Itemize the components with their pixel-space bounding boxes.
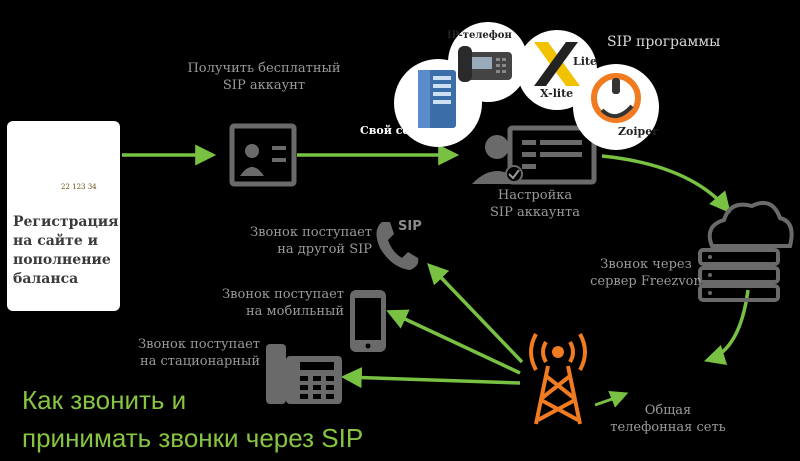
network-line-2: телефонная сеть xyxy=(610,420,726,435)
xlite-label: X-lite xyxy=(540,87,574,100)
setup-line-1: Настройка xyxy=(497,188,573,203)
ip-phone-label: IP-телефон xyxy=(447,30,512,41)
to-sip-label: Звонок поступает на другой SIP xyxy=(216,224,372,258)
via-server-label: Звонок через сервер Freezvon xyxy=(578,256,714,290)
to-sip-line-2: на другой SIP xyxy=(277,242,372,257)
landline-phone-icon xyxy=(266,344,342,404)
own-server-label: Свой сервер xyxy=(360,124,440,137)
zoiper-label: Zoiper xyxy=(618,125,659,138)
registration-label: Регистрация на сайте и пополнение баланс… xyxy=(13,213,119,289)
get-account-line-1: Получить бесплатный xyxy=(187,61,341,76)
cloud-server-icon xyxy=(698,201,794,302)
sip-handset-icon xyxy=(376,222,419,270)
network-label: Общая телефонная сеть xyxy=(598,402,738,436)
registration-line-2: на сайте и xyxy=(13,233,99,249)
contact-card-icon xyxy=(229,123,297,187)
to-landline-label: Звонок поступает на стационарный xyxy=(100,336,260,370)
setup-label: Настройка SIP аккаунта xyxy=(465,187,605,221)
sip-badge: SIP xyxy=(398,219,422,234)
to-mobile-line-2: на мобильный xyxy=(246,304,344,319)
arrow-tower-to-landline xyxy=(340,367,521,389)
to-mobile-line-1: Звонок поступает xyxy=(222,287,344,302)
network-line-1: Общая xyxy=(644,403,692,418)
get-account-line-2: SIP аккаунт xyxy=(222,78,306,93)
zoiper-logo-icon xyxy=(591,73,641,123)
headline-line-1: Как звонить и xyxy=(22,385,187,415)
arrow-tower-to-sip xyxy=(427,262,524,364)
setup-monitor-icon xyxy=(472,125,597,185)
headline: Как звонить и принимать звонки через SIP xyxy=(22,381,363,457)
registration-card: Регистрация на сайте и пополнение баланс… xyxy=(7,121,120,311)
arrow-tower-to-mobile xyxy=(386,309,521,375)
radio-tower-icon xyxy=(529,333,587,425)
setup-line-2: SIP аккаунта xyxy=(490,205,580,220)
to-landline-line-1: Звонок поступает xyxy=(138,337,260,352)
headline-line-2: принимать звонки через SIP xyxy=(22,423,364,453)
arrow-setup-to-server xyxy=(601,154,731,214)
registration-line-1: Регистрация xyxy=(13,214,119,230)
arrow-network-to-tower xyxy=(594,390,629,408)
to-landline-line-2: на стационарный xyxy=(139,354,260,369)
registration-line-3: пополнение xyxy=(13,252,111,268)
via-server-line-1: Звонок через xyxy=(600,257,692,272)
registration-line-4: баланса xyxy=(13,271,79,287)
mobile-phone-icon xyxy=(350,290,386,352)
to-sip-line-1: Звонок поступает xyxy=(250,225,372,240)
server-icon xyxy=(418,70,456,128)
to-mobile-label: Звонок поступает на мобильный xyxy=(186,286,344,320)
get-account-label: Получить бесплатный SIP аккаунт xyxy=(180,60,348,94)
ip-phone-icon xyxy=(458,46,512,82)
card-digits: 22 123 34 xyxy=(61,183,97,191)
xlite-logo-icon xyxy=(534,42,580,86)
xlite-logo-text: Lite xyxy=(573,55,597,68)
sip-programs-label: SIP программы xyxy=(607,34,721,50)
via-server-line-2: сервер Freezvon xyxy=(590,274,702,289)
